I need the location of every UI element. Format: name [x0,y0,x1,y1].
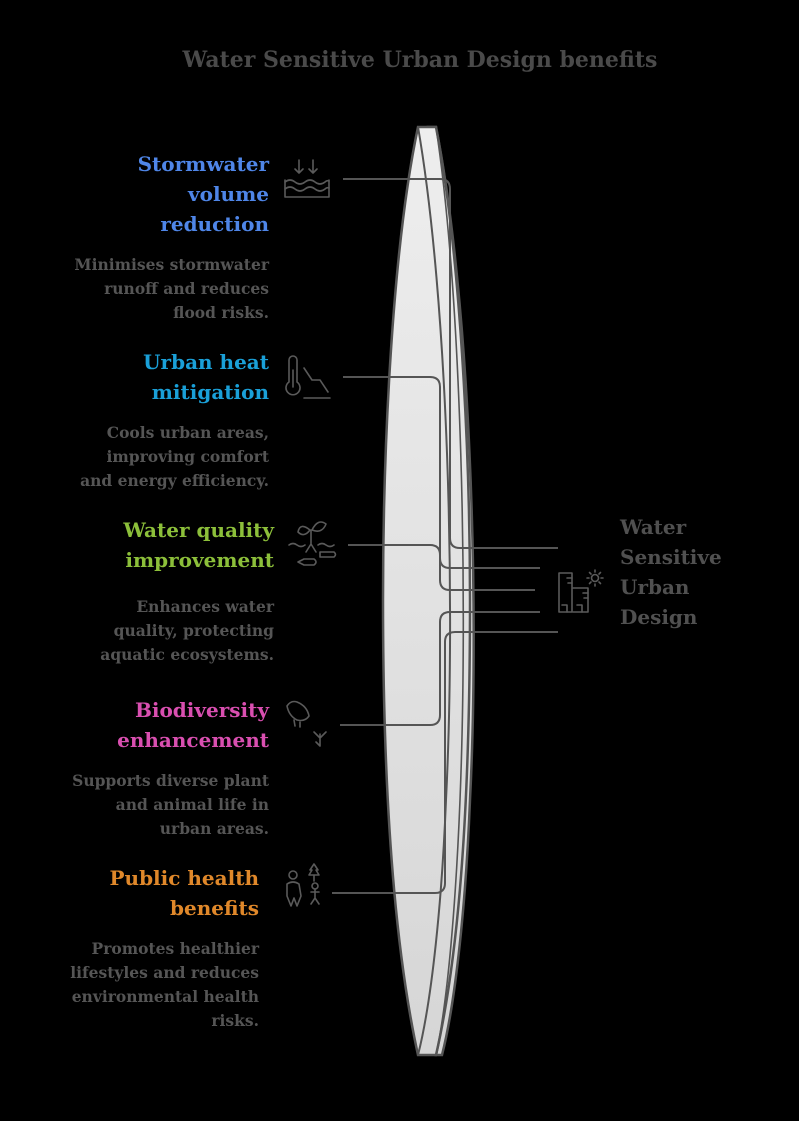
benefit-description: Cools urban areas, improving comfort and… [80,423,269,490]
connector-3 [348,544,535,591]
benefit-description: Minimises stormwater runoff and reduces … [74,255,269,322]
benefit-description: Supports diverse plant and animal life i… [72,771,269,838]
family-walk-tree-icon [286,863,320,907]
benefit-urban-heat: Urban heat mitigation Cools urban areas,… [40,347,269,493]
benefit-description: Enhances water quality, protecting aquat… [100,597,274,664]
benefit-public-health: Public health benefits Promotes healthie… [30,863,259,1033]
benefit-heading: Urban heat mitigation [143,350,269,404]
benefit-heading: Water quality improvement [123,518,274,572]
connector-2 [343,376,540,569]
benefit-biodiversity: Biodiversity enhancement Supports divers… [40,695,269,841]
benefit-heading: Biodiversity enhancement [117,698,269,752]
bird-sprout-icon [286,700,327,747]
connector-5 [332,631,558,894]
thermometer-decline-icon [285,355,331,399]
benefit-description: Promotes healthier lifestyles and reduce… [70,939,259,1030]
connector-1 [343,178,558,549]
center-label: Water Sensitive Urban Design [620,515,722,629]
benefit-heading: Public health benefits [109,866,259,920]
rainwater-arrows-waves-icon [284,159,330,198]
benefit-stormwater: Stormwater volume reduction Minimises st… [40,149,269,325]
benefit-heading: Stormwater volume reduction [137,152,269,236]
plant-water-fish-icon [288,521,337,566]
page-title: Water Sensitive Urban Design benefits [182,47,658,73]
connector-4 [340,611,540,726]
benefit-water-quality: Water quality improvement Enhances water… [40,515,274,667]
city-building-sun-icon [558,569,604,613]
